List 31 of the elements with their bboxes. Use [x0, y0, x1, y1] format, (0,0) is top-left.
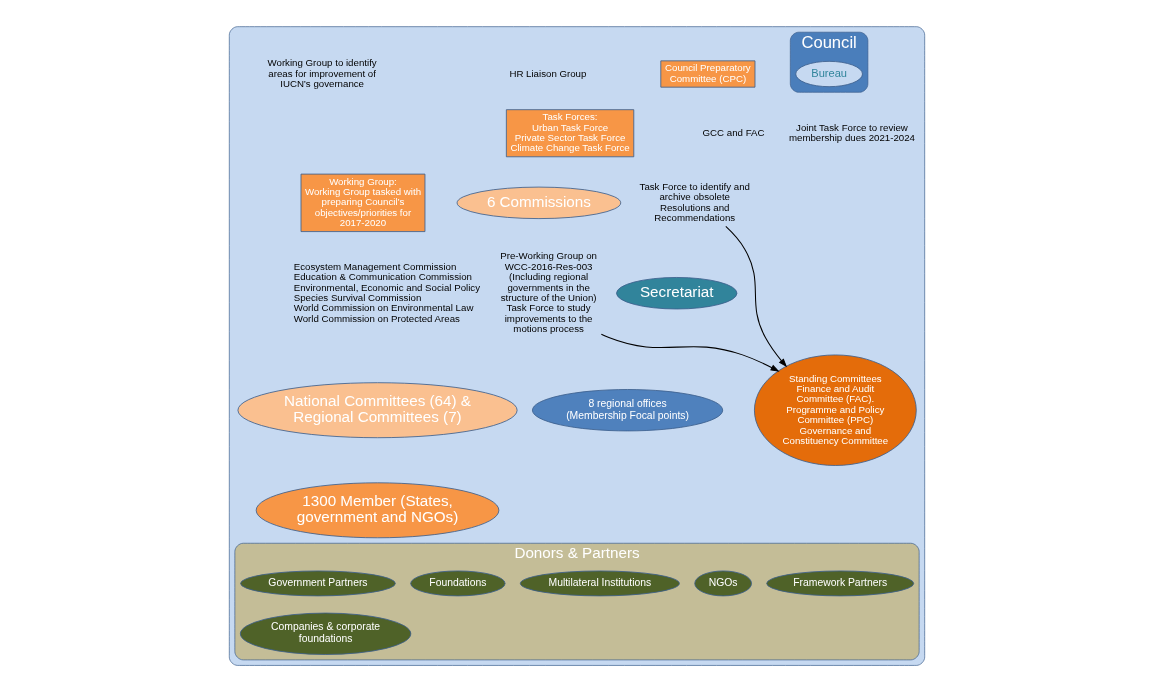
node-label: Species Survival Commission [293, 291, 421, 303]
node-ellipse: Secretariat [615, 277, 737, 310]
label: Joint Task Force to review membership dues 2021-2024 [788, 121, 915, 143]
node-ellipse: Government Partners [239, 570, 396, 597]
arrow [600, 333, 780, 372]
node-box: Council Preparatory Committee (CPC) [659, 60, 755, 88]
node-label: World Commission on Protected Areas [293, 312, 460, 324]
cluster [228, 26, 925, 666]
node-ellipse: Standing Committees Finance and Audit Committee (FAC). Programme and Policy Committee (PPC) Governance and Constituency Committee [753, 354, 917, 466]
node-ellipse: 6 Commissions [456, 186, 621, 220]
node-text: Pre-Working Group on WCC-2016-Res-003 (Including regional governments in the structure of the Union) Task Force to study improvements to the motions process [499, 250, 597, 335]
node-label: Environmental, Economic and Social Policy [293, 281, 480, 293]
label: Working Group to identify areas for improvement of IUCN’s governance [267, 57, 377, 89]
label: HR Liaison Group [508, 67, 586, 79]
node-ellipse: Framework Partners [765, 570, 914, 597]
label: GCC and FAC [702, 126, 764, 138]
node-ellipse: Companies & corporate foundations [239, 612, 411, 655]
node-text: Task Force to identify and archive obsolete Resolutions and Recommendations [639, 180, 750, 223]
node-ellipse: Multilateral Institutions [519, 570, 680, 597]
node-label: World Commission on Environmental Law [293, 302, 473, 314]
arrow [724, 225, 787, 368]
node-box: Working Group: Working Group tasked with preparing Council’s objectives/priorities for 2017-2020 [300, 173, 425, 232]
node-ellipse: NGOs [693, 570, 752, 597]
node-label: Ecosystem Management Commission [293, 260, 456, 272]
node-box: Task Forces: Urban Task Force Private Sector Task Force Climate Change Task Force [505, 109, 634, 158]
node-ellipse: 8 regional offices (Membership Focal points) [531, 389, 723, 432]
node-ellipse: Foundations [409, 570, 506, 597]
node-label: Education & Communication Commission [293, 271, 472, 283]
node-ellipse: National Committees (64) & Regional Committees (7) [237, 382, 518, 439]
node-ellipse: Bureau [794, 60, 863, 88]
node-ellipse: 1300 Member (States, government and NGOs) [255, 482, 499, 539]
